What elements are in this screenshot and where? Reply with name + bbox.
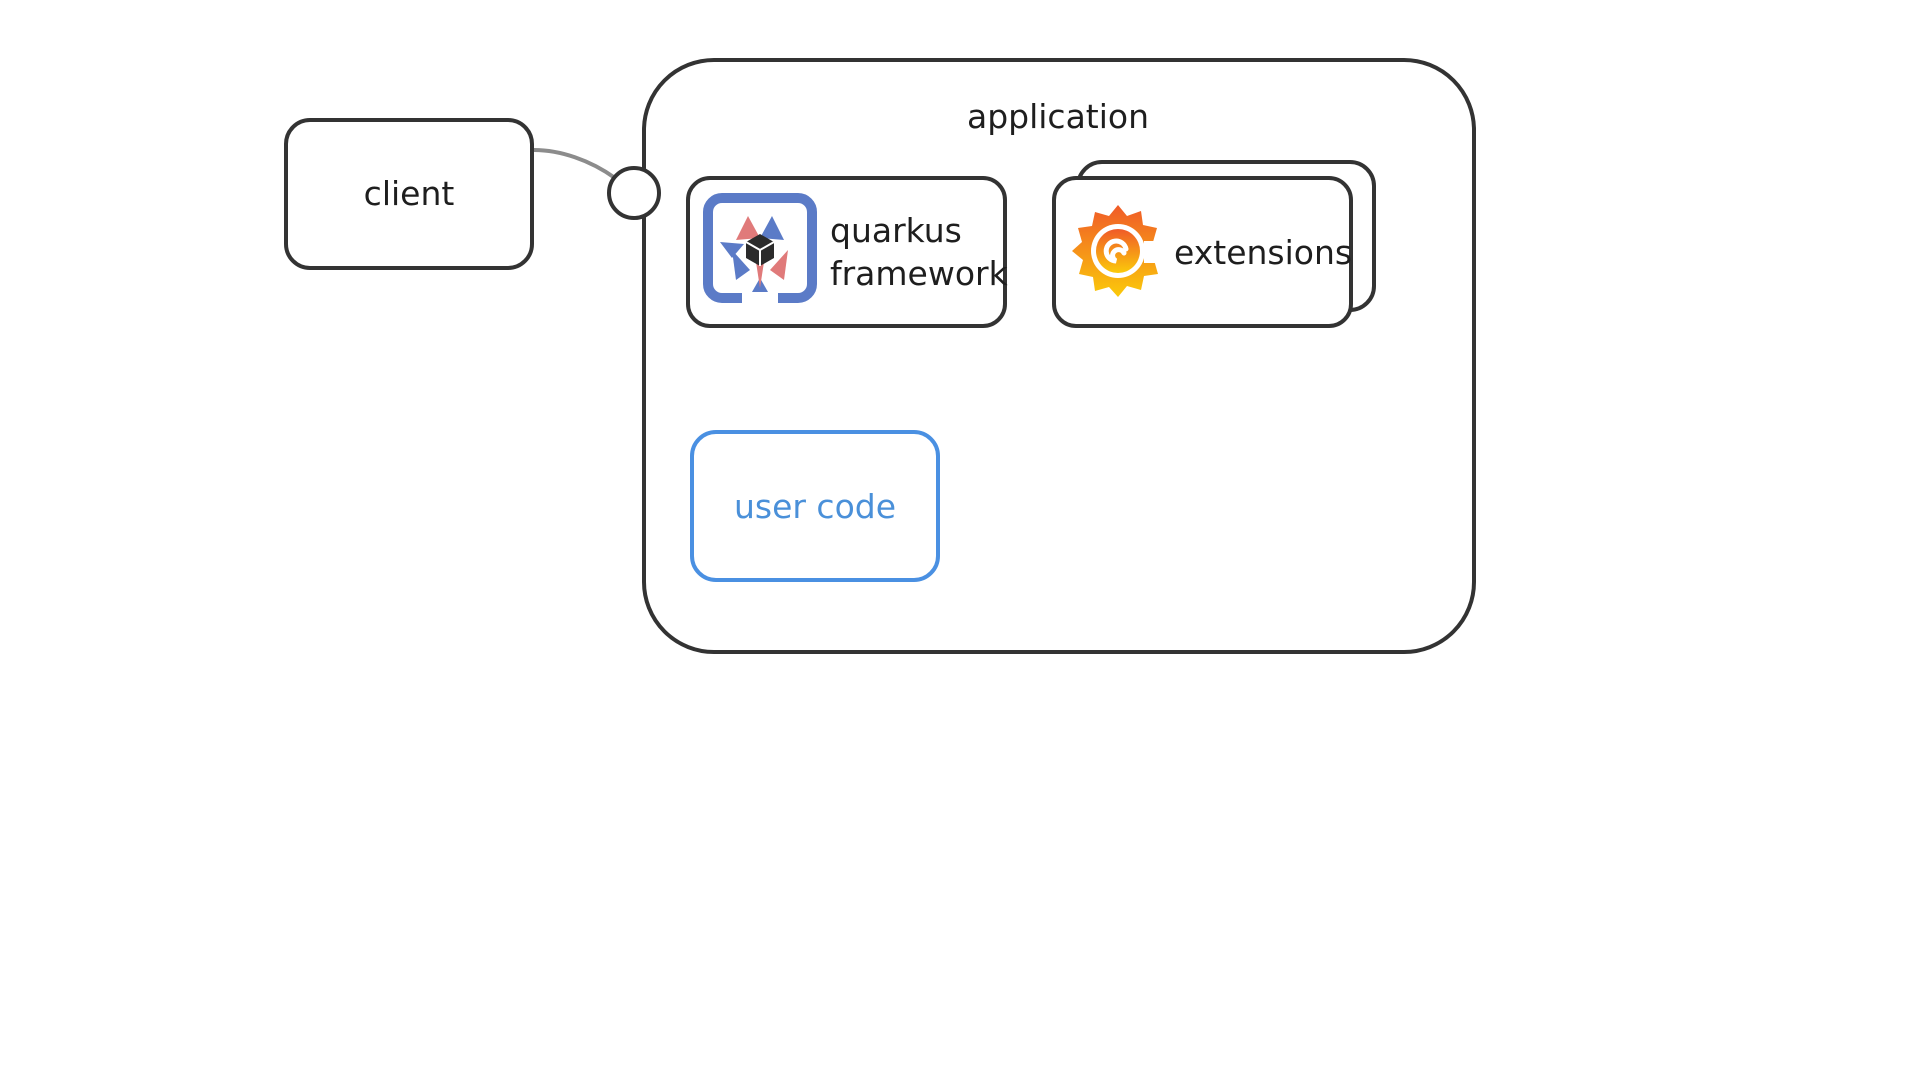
user-code-label: user code bbox=[734, 487, 896, 526]
client-label: client bbox=[364, 174, 455, 213]
application-port bbox=[607, 166, 661, 220]
extensions-front-card bbox=[1052, 176, 1353, 328]
quarkus-label-line2: framework bbox=[830, 254, 1009, 293]
client-connector-line bbox=[532, 148, 617, 180]
quarkus-framework-node[interactable]: quarkus framework bbox=[686, 176, 1009, 328]
user-code-node[interactable]: user code bbox=[690, 430, 940, 582]
extensions-node[interactable]: extensions bbox=[1052, 160, 1376, 328]
extensions-label: extensions bbox=[1174, 233, 1352, 272]
quarkus-label-line1: quarkus bbox=[830, 211, 962, 250]
quarkus-logo-icon bbox=[703, 193, 817, 304]
grafana-logo-icon bbox=[1072, 205, 1166, 297]
application-label: application bbox=[967, 97, 1149, 136]
client-node[interactable]: client bbox=[284, 118, 534, 270]
